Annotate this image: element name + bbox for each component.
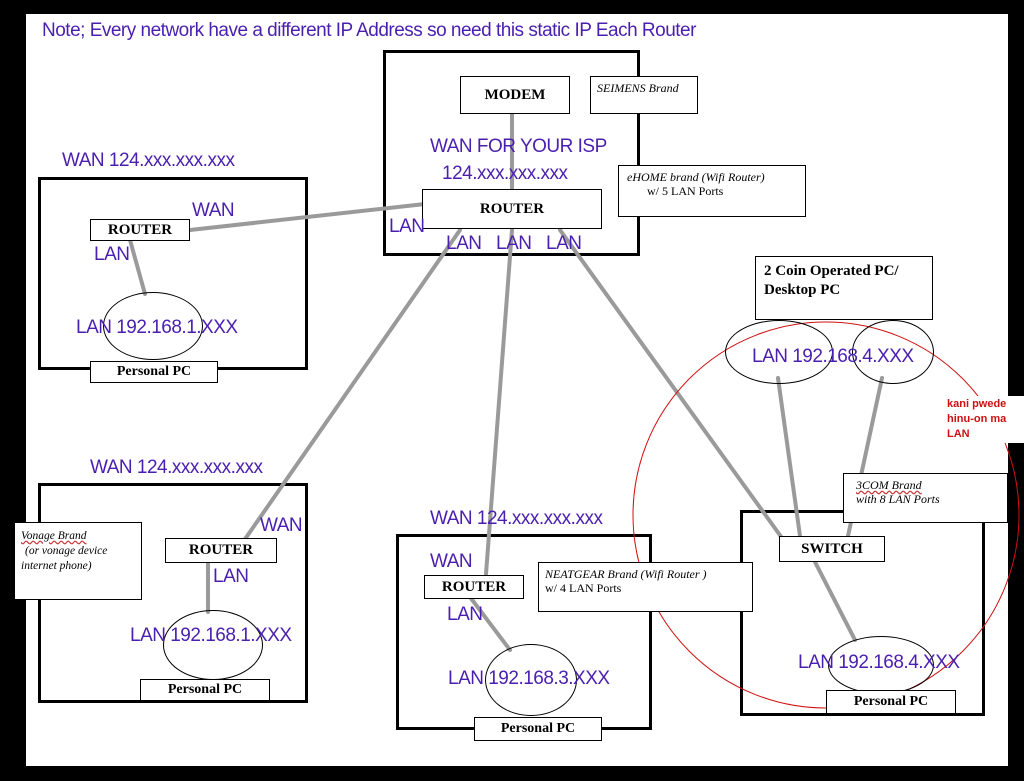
net4-lan-ip: LAN 192.168.4.XXX — [798, 652, 960, 673]
net3-pc-label: Personal PC — [474, 717, 602, 741]
cable-net3-router-pc — [468, 595, 512, 652]
main-lan-label-2: LAN — [446, 233, 482, 254]
switch-box: SWITCH — [779, 536, 885, 562]
main-router-brand-line2: w/ 5 LAN Ports — [647, 184, 724, 198]
net3-pc-ellipse — [485, 644, 577, 716]
net1-pc-label: Personal PC — [90, 361, 218, 383]
net4-pc-label: Personal PC — [826, 690, 956, 714]
cable-main-net3 — [484, 228, 514, 576]
main-router-box: ROUTER — [422, 189, 602, 229]
main-wan-label-line2: 124.xxx.xxx.xxx — [442, 163, 568, 184]
annotation-text: kani pwede hinu-on ma LAN — [944, 396, 1024, 443]
switch-brand-line1: 3COM Brand — [856, 478, 922, 492]
annotation-line2: hinu-on ma LAN — [947, 413, 1007, 440]
net2-wan-ip: WAN 124.xxx.xxx.xxx — [90, 457, 263, 478]
net3-brand-note: NEATGEAR Brand (Wifi Router ) w/ 4 LAN P… — [538, 562, 753, 612]
net1-router-box: ROUTER — [90, 219, 190, 241]
net2-router-box: ROUTER — [165, 538, 277, 563]
cable-main-net1 — [188, 202, 427, 232]
net3-wan-label: WAN — [430, 551, 473, 572]
net2-brand-line2: (or vonage device — [25, 545, 108, 557]
net1-lan-label: LAN — [94, 244, 130, 265]
net3-brand-line1: NEATGEAR Brand (Wifi Router ) — [545, 567, 707, 581]
net2-pc-label: Personal PC — [140, 679, 270, 701]
net2-lan-ip: LAN 192.168.1.XXX — [130, 625, 292, 646]
net2-wan-label: WAN — [260, 515, 303, 536]
annotation-line1: kani pwede — [947, 398, 1007, 410]
main-wan-label-line1: WAN FOR YOUR ISP — [430, 136, 607, 157]
coin-pc-line2: Desktop PC — [764, 282, 841, 298]
cable-coin1-switch — [776, 376, 802, 538]
modem-box: MODEM — [460, 76, 570, 114]
modem-brand-note: SEIMENS Brand — [590, 76, 698, 114]
main-router-brand-note: eHOME brand (Wifi Router) w/ 5 LAN Ports — [618, 165, 806, 217]
net1-wan-label: WAN — [192, 200, 235, 221]
note-text: Note; Every network have a different IP … — [42, 20, 696, 41]
net1-lan-ip: LAN 192.168.1.XXX — [76, 317, 238, 338]
main-router-brand-line1: eHOME brand (Wifi Router) — [627, 170, 765, 184]
net3-brand-line2: w/ 4 LAN Ports — [545, 581, 622, 595]
cable-main-net2 — [241, 228, 462, 544]
net3-router-box: ROUTER — [424, 575, 524, 599]
net2-lan-label: LAN — [213, 566, 249, 587]
switch-brand-note: 3COM Brand with 8 LAN Ports — [843, 473, 1008, 523]
cable-main-switch — [558, 228, 784, 540]
cable-switch-pc — [812, 558, 857, 642]
main-lan-label-4: LAN — [546, 233, 582, 254]
main-lan-label-3: LAN — [496, 233, 532, 254]
net2-brand-note: Vonage Brand (or vonage device internet … — [14, 522, 142, 600]
net3-lan-label: LAN — [447, 604, 483, 625]
coin-pc-lan-ip: LAN 192.168.4.XXX — [752, 346, 914, 367]
switch-brand-line2: with 8 LAN Ports — [856, 492, 940, 506]
net2-brand-line1: Vonage Brand — [21, 530, 87, 542]
main-lan-label-1: LAN — [389, 216, 425, 237]
net3-wan-ip: WAN 124.xxx.xxx.xxx — [430, 508, 603, 529]
coin-pc-line1: 2 Coin Operated PC/ — [764, 263, 899, 279]
net3-lan-ip: LAN 192.168.3.XXX — [448, 668, 610, 689]
coin-pc-note: 2 Coin Operated PC/ Desktop PC — [755, 256, 933, 320]
coin-pc-ellipse-1 — [725, 320, 833, 384]
net1-pc-ellipse — [103, 292, 203, 360]
net2-brand-line3: internet phone) — [21, 560, 92, 572]
cable-net1-router-pc — [128, 238, 147, 296]
net1-wan-ip: WAN 124.xxx.xxx.xxx — [62, 150, 235, 171]
coin-pc-ellipse-2 — [852, 320, 934, 384]
